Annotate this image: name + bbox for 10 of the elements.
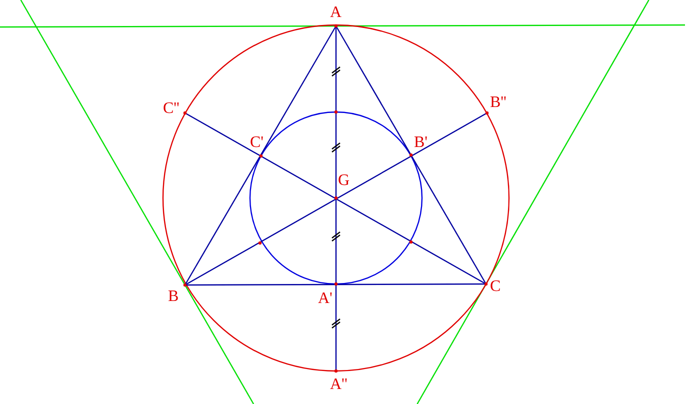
point-label: A' [318, 291, 332, 307]
point-label: G [338, 173, 350, 189]
point-label: B [168, 289, 179, 305]
point-label: C' [250, 135, 264, 151]
point-label: C [490, 279, 501, 295]
point-label: B' [414, 135, 428, 151]
point-label: C'' [163, 101, 180, 117]
point-label: B'' [490, 95, 506, 111]
point-label: A'' [330, 377, 348, 393]
point-label: A [330, 5, 342, 21]
